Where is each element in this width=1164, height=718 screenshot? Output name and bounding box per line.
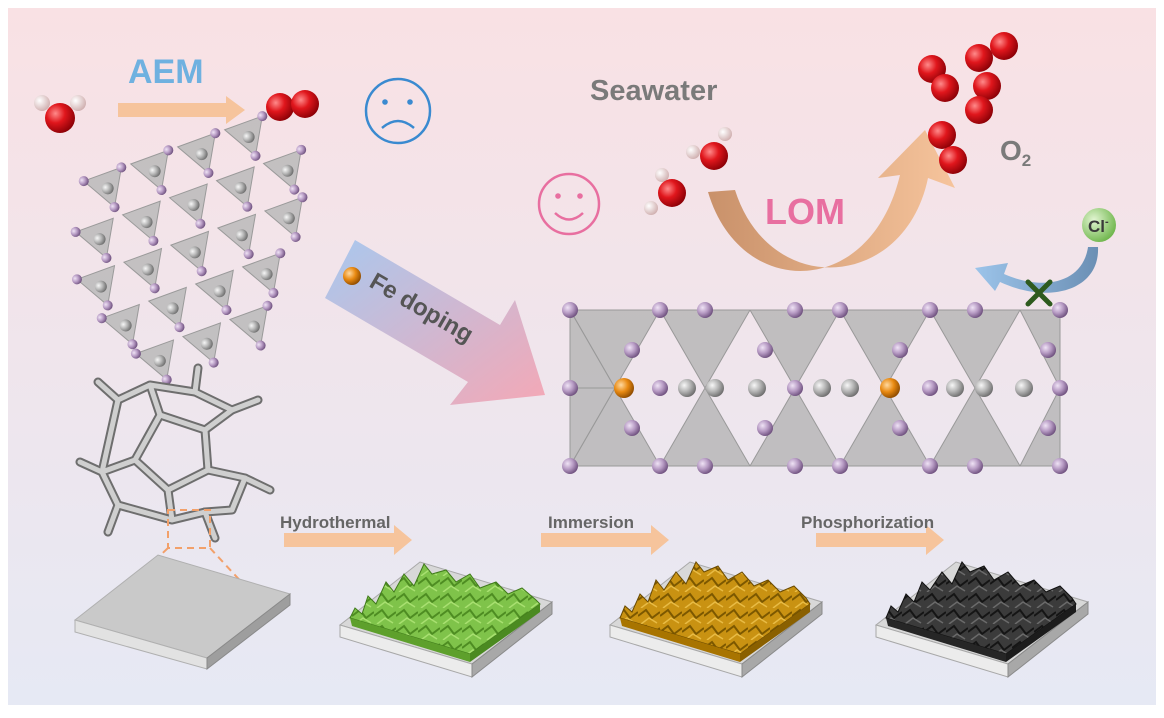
step-label-phosphorization: Phosphorization	[801, 513, 934, 532]
o2-molecules-cluster	[918, 32, 1018, 174]
hydrothermal-arrow	[284, 525, 412, 555]
step-label-hydrothermal: Hydrothermal	[280, 513, 391, 532]
phosphorization-arrow	[816, 525, 944, 555]
o2-label: O2	[1000, 135, 1031, 170]
phosphorization-product-block	[874, 561, 1090, 679]
o2-molecule-aem	[266, 90, 319, 121]
lom-label: LOM	[765, 191, 845, 232]
seawater-label: Seawater	[590, 75, 717, 107]
blocked-x-icon	[1025, 279, 1053, 307]
water-molecule-seawater-2	[644, 168, 686, 215]
sad-face-icon	[364, 77, 432, 145]
nickel-foam-substrate	[73, 554, 292, 671]
fe-doped-crystal-lattice	[562, 302, 1068, 474]
chloride-label: Cl-	[1088, 216, 1109, 236]
pristine-crystal-lattice	[70, 111, 308, 385]
immersion-arrow	[541, 525, 669, 555]
aem-arrow	[118, 96, 245, 124]
chloride-repel-arrow	[975, 247, 1099, 293]
smile-face-icon	[537, 172, 601, 236]
lom-curved-arrow	[708, 130, 955, 271]
chloride-ion	[1082, 208, 1116, 242]
water-molecule-aem	[34, 95, 86, 133]
step-label-immersion: Immersion	[548, 513, 634, 532]
water-molecule-seawater-1	[686, 127, 732, 170]
aem-label: AEM	[128, 53, 204, 91]
fe-atom-icon	[343, 267, 361, 285]
zoom-callout-lines	[117, 509, 259, 601]
hydrothermal-product-block	[338, 561, 554, 679]
nickel-foam-cage-icon	[75, 363, 275, 543]
fe-doping-arrow	[325, 240, 545, 405]
immersion-product-block	[608, 561, 824, 679]
